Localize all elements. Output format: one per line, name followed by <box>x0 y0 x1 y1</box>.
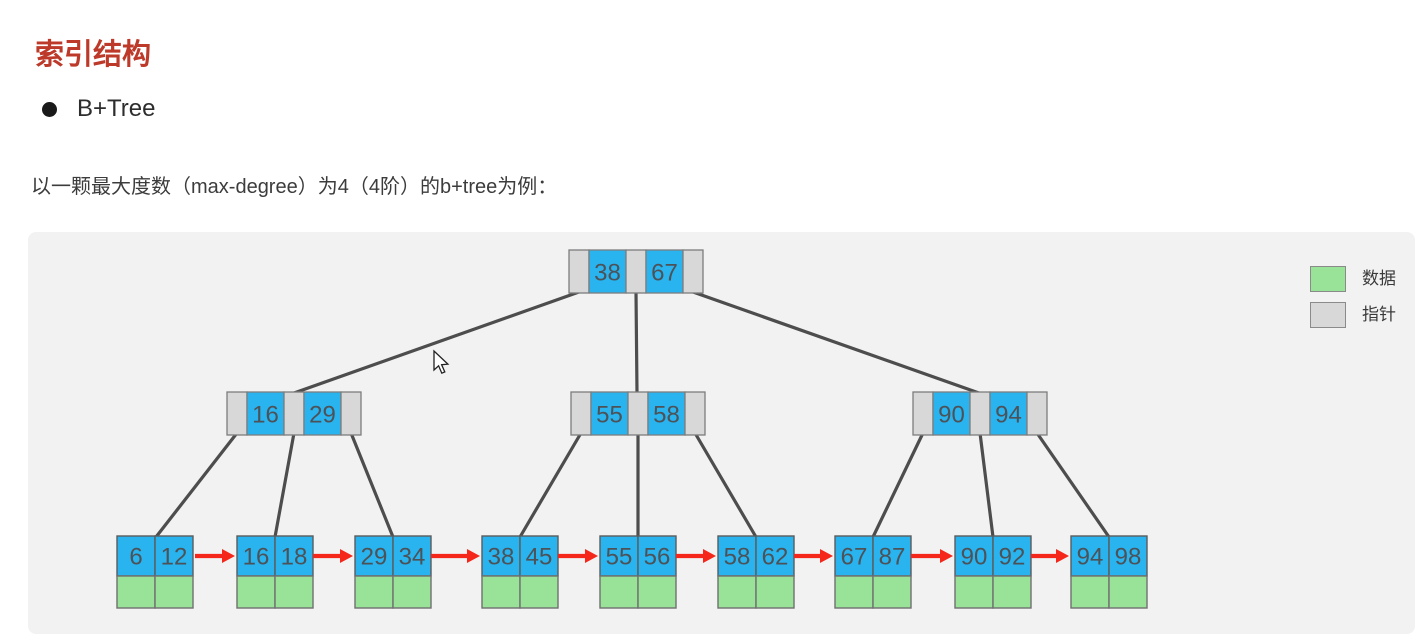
legend-item-pointer: 指针 <box>1310 302 1396 328</box>
bullet-icon <box>42 101 57 117</box>
intro-text: 以一颗最大度数（max-degree）为4（4阶）的b+tree为例： <box>31 176 558 198</box>
legend-label-pointer: 指针 <box>1362 305 1396 324</box>
figure-panel <box>28 232 1415 634</box>
legend-item-data: 数据 <box>1310 266 1396 292</box>
page-title: 索引结构 <box>35 39 152 72</box>
pointer-swatch <box>1310 302 1346 328</box>
data-swatch <box>1310 266 1346 292</box>
bullet-list-item: B+Tree <box>42 95 155 123</box>
bullet-item-label: B+Tree <box>77 95 156 122</box>
legend: 数据 指针 <box>1310 266 1396 338</box>
legend-label-data: 数据 <box>1362 269 1396 288</box>
